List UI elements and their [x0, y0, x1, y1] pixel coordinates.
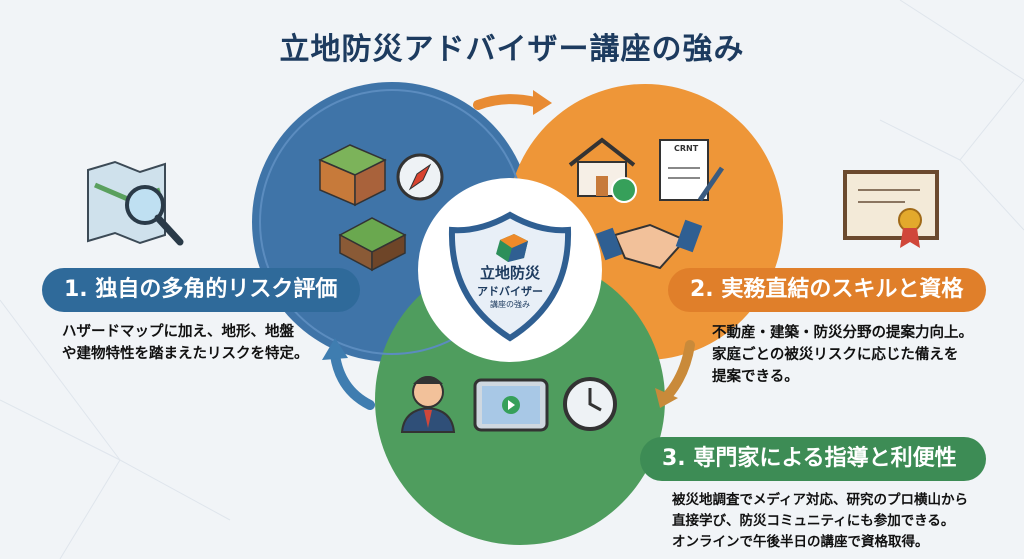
section-3-description: 被災地調査でメディア対応、研究のプロ横山から 直接学び、防災コミュニティにも参加… [672, 490, 968, 553]
description-line: 直接学び、防災コミュニティにも参加できる。 [672, 513, 955, 529]
section-2-description: 不動産・建築・防災分野の提案力向上。 家庭ごとの被災リスクに応じた備えを 提案で… [712, 322, 973, 388]
terrain-block-icon [338, 217, 407, 272]
center-badge: 立地防災 アドバイザー 講座の強み [452, 262, 568, 310]
handshake-icon [595, 219, 703, 270]
soil-layers-icon [318, 144, 387, 207]
section-2-heading: 2. 実務直結のスキルと資格 [668, 268, 986, 312]
description-line: 不動産・建築・防災分野の提案力向上。 [712, 325, 973, 341]
description-line: や建物特性を踏まえたリスクを特定。 [62, 346, 309, 362]
badge-line-2: アドバイザー [477, 285, 543, 298]
shield-icon [448, 211, 572, 342]
map-magnifier-icon [87, 160, 184, 246]
description-line: ハザードマップに加え、地形、地盤 [62, 324, 294, 340]
description-line: 提案できる。 [712, 369, 799, 385]
arrow-3-to-1 [330, 350, 375, 410]
arrow-1-to-2 [473, 94, 540, 110]
section-3-heading: 3. 専門家による指導と利便性 [640, 437, 986, 481]
clock-icon [563, 377, 617, 431]
document-label: CRNT [674, 144, 699, 153]
badge-line-3: 講座の強み [490, 300, 530, 309]
description-line: 被災地調査でメディア対応、研究のプロ横山から [672, 492, 969, 508]
compass-icon [396, 153, 444, 201]
page-title: 立地防災アドバイザー講座の強み [279, 32, 745, 67]
video-tablet-icon [473, 378, 549, 432]
diploma-icon [843, 170, 939, 248]
arrow-2-to-3 [663, 340, 695, 400]
section-1-heading: 1. 独自の多角的リスク評価 [42, 268, 360, 312]
section-1-description: ハザードマップに加え、地形、地盤 や建物特性を踏まえたリスクを特定。 [62, 321, 309, 365]
certificate-document-icon [659, 139, 725, 202]
house-check-icon [568, 137, 637, 203]
description-line: 家庭ごとの被災リスクに応じた備えを [712, 347, 959, 363]
description-line: オンラインで午後半日の講座で資格取得。 [672, 534, 929, 550]
badge-line-1: 立地防災 [479, 264, 540, 282]
instructor-icon [400, 376, 456, 433]
